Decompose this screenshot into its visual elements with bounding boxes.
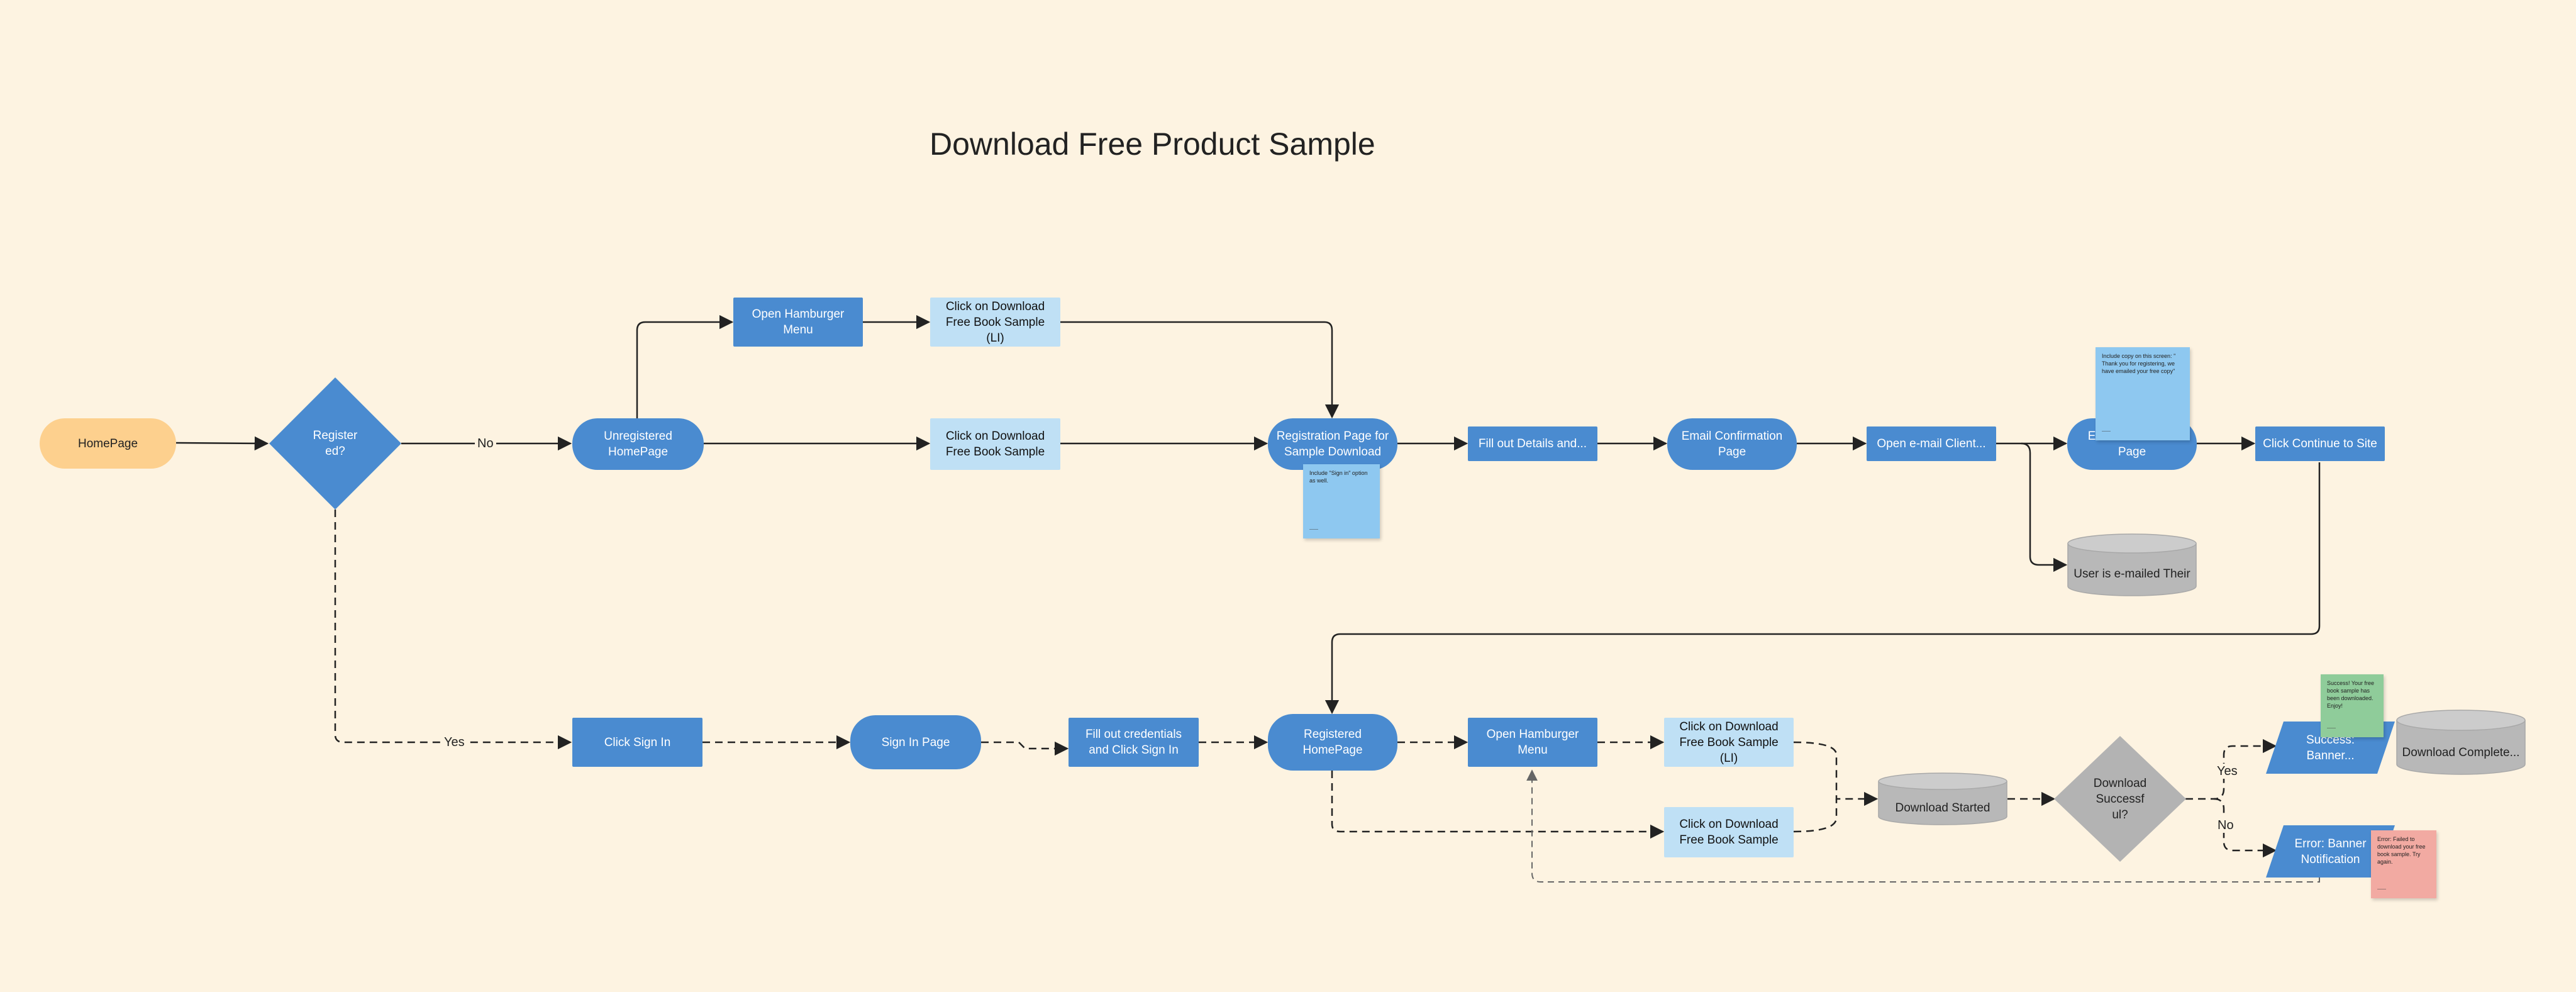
sticky-author: ——: [2327, 726, 2336, 730]
fill-out-credentials[interactable]: Fill out credentials and Click Sign In: [1069, 718, 1199, 767]
edge-decision-to-success: [2185, 738, 2277, 800]
fill-out-details[interactable]: Fill out Details and...: [1468, 426, 1597, 461]
open-hamburger-menu-top[interactable]: Open Hamburger Menu: [733, 298, 863, 347]
edge-registered-to-download-bottom: [1331, 771, 1665, 839]
edge-label-no: No: [475, 436, 496, 451]
click-download-top[interactable]: Click on Download Free Book Sample: [930, 418, 1060, 470]
error-banner[interactable]: Error: Banner Notification: [2266, 825, 2395, 878]
unregistered-homepage[interactable]: Unregistered HomePage: [572, 418, 704, 470]
page-title: Download Free Product Sample: [930, 126, 1375, 162]
download-complete-database: Download Complete...: [2396, 710, 2526, 775]
edge-error-to-hamburger: [1526, 769, 2320, 883]
click-download-li-bottom[interactable]: Click on Download Free Book Sample (LI): [1664, 718, 1794, 767]
click-continue-to-site[interactable]: Click Continue to Site: [2255, 426, 2385, 461]
sticky-note-success-text: Success! Your free book sample has been …: [2327, 680, 2375, 709]
error-banner-label: Error: Banner Notification: [2294, 837, 2367, 866]
download-complete-label: Download Complete...: [2402, 746, 2520, 759]
edge-continue-to-registered-home: [1324, 462, 2321, 715]
download-started-database: Download Started: [1878, 772, 2007, 825]
edge-label-no-error: No: [2215, 818, 2236, 833]
open-hamburger-menu-bottom[interactable]: Open Hamburger Menu: [1468, 718, 1597, 767]
homepage-start[interactable]: HomePage: [40, 418, 176, 469]
open-email-client[interactable]: Open e-mail Client...: [1867, 426, 1996, 461]
click-sign-in[interactable]: Click Sign In: [572, 718, 702, 767]
sticky-note-error[interactable]: Error: Failed to download your free book…: [2371, 830, 2436, 898]
edge-download-li-to-started: [1793, 741, 1879, 806]
edge-emailclient-to-user-emailed: [2021, 442, 2068, 572]
registered-homepage[interactable]: Registered HomePage: [1268, 714, 1397, 771]
edge-label-yes-success: Yes: [2214, 764, 2240, 779]
sign-in-page[interactable]: Sign In Page: [850, 715, 981, 769]
sticky-note-error-text: Error: Failed to download your free book…: [2377, 836, 2426, 865]
sticky-note-success[interactable]: Success! Your free book sample has been …: [2321, 674, 2384, 737]
email-confirmation-page[interactable]: Email Confirmation Page: [1667, 418, 1797, 470]
download-successful-decision[interactable]: Download Successf ul?: [2054, 736, 2186, 862]
sticky-author: ——: [1309, 527, 1318, 532]
registered-decision[interactable]: Register ed?: [269, 377, 401, 510]
download-successful-label: Download Successf ul?: [2093, 776, 2147, 822]
edge-signinpage-to-credentials: [981, 741, 1069, 756]
sticky-author: ——: [2102, 429, 2111, 433]
click-download-bottom[interactable]: Click on Download Free Book Sample: [1664, 807, 1794, 857]
edge-label-yes: Yes: [441, 735, 467, 750]
user-emailed-label: User is e-mailed Their: [2074, 567, 2190, 581]
edge-download-li-to-registration: [1060, 321, 1340, 419]
edge-unregistered-to-hamburger: [636, 315, 734, 418]
registered-decision-label: Register ed?: [313, 429, 358, 458]
sticky-note-confirmed-text: Include copy on this screen: " Thank you…: [2102, 353, 2176, 374]
edge-decision-to-signin: [334, 510, 572, 750]
download-started-label: Download Started: [1895, 801, 1990, 815]
edge-download-bottom-to-started: [1793, 799, 1838, 833]
sticky-author: ——: [2377, 887, 2386, 891]
registration-page[interactable]: Registration Page for Sample Download: [1268, 418, 1397, 470]
sticky-note-registration-text: Include "Sign in" option as well.: [1309, 470, 1368, 484]
click-download-li-top[interactable]: Click on Download Free Book Sample (LI): [930, 298, 1060, 347]
user-emailed-database: User is e-mailed Their: [2067, 533, 2197, 596]
edge-decision-to-error: [2213, 798, 2277, 858]
sticky-note-confirmed[interactable]: Include copy on this screen: " Thank you…: [2096, 347, 2190, 440]
sticky-note-registration[interactable]: Include "Sign in" option as well. ——: [1303, 464, 1380, 538]
